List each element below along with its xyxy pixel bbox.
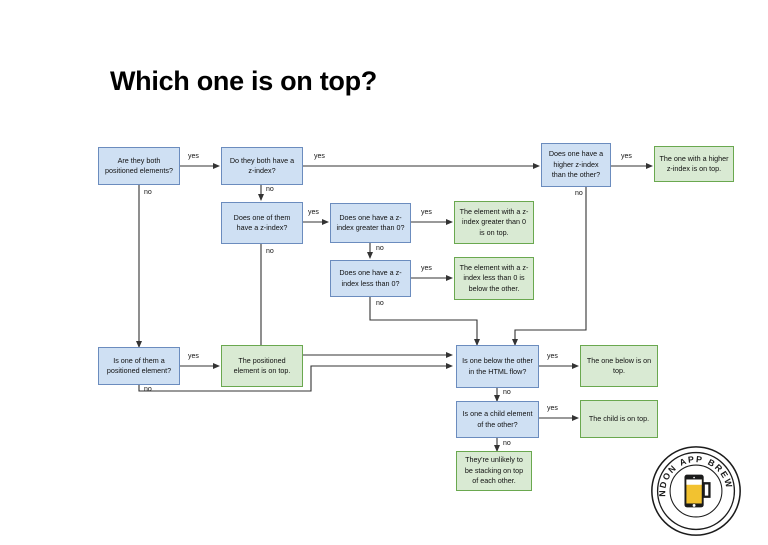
edge-label-n1-no: no bbox=[144, 189, 152, 196]
edge-label-n10-yes: yes bbox=[188, 353, 199, 360]
edge-label-n5-yes: yes bbox=[308, 209, 319, 216]
node-child-element-of-other[interactable]: Is one a child element of the other? bbox=[456, 401, 539, 438]
node-below-in-html-flow[interactable]: Is one below the other in the HTML flow? bbox=[456, 345, 539, 388]
node-result-less-than-zero-below[interactable]: The element with a z-index less than 0 i… bbox=[454, 257, 534, 300]
node-result-one-below-on-top[interactable]: The one below is on top. bbox=[580, 345, 658, 387]
edge-label-n2-no: no bbox=[266, 186, 274, 193]
edge-label-n3-no: no bbox=[575, 190, 583, 197]
node-result-positioned-on-top[interactable]: The positioned element is on top. bbox=[221, 345, 303, 387]
node-one-has-z-index[interactable]: Does one of them have a z-index? bbox=[221, 202, 303, 244]
edge-label-n14-yes: yes bbox=[547, 405, 558, 412]
edge-n8-n12 bbox=[369, 297, 480, 346]
node-result-child-on-top[interactable]: The child is on top. bbox=[580, 400, 658, 438]
node-one-positioned-element[interactable]: Is one of them a positioned element? bbox=[98, 347, 180, 385]
node-result-greater-than-zero-on-top[interactable]: The element with a z-index greater than … bbox=[454, 201, 534, 244]
edge-label-n12-yes: yes bbox=[547, 353, 558, 360]
page-title: Which one is on top? bbox=[110, 66, 377, 96]
edge-label-n3-yes: yes bbox=[621, 153, 632, 160]
london-app-brewery-logo: LONDON APP BREWERY bbox=[648, 443, 741, 536]
edge-label-n8-no: no bbox=[376, 300, 384, 307]
node-result-higher-z-index-on-top[interactable]: The one with a higher z-index is on top. bbox=[654, 146, 734, 182]
node-both-positioned-elements[interactable]: Are they both positioned elements? bbox=[98, 147, 180, 185]
edge-label-n5-no: no bbox=[266, 248, 274, 255]
edge-label-n6-no: no bbox=[376, 245, 384, 252]
edge-label-n14-no: no bbox=[503, 440, 511, 447]
beer-mug-phone-icon bbox=[684, 474, 711, 508]
node-higher-z-index[interactable]: Does one have a higher z-index than the … bbox=[541, 143, 611, 187]
node-z-index-less-than-zero[interactable]: Does one have a z-index less than 0? bbox=[330, 260, 411, 297]
edge-label-n12-no: no bbox=[503, 389, 511, 396]
edge-label-n6-yes: yes bbox=[421, 209, 432, 216]
edge-label-n1-yes: yes bbox=[188, 153, 199, 160]
node-both-have-z-index[interactable]: Do they both have a z-index? bbox=[221, 147, 303, 185]
edge-label-n2-yes: yes bbox=[314, 153, 325, 160]
edge-label-n10-no: no bbox=[144, 386, 152, 393]
edge-n10-n12 bbox=[138, 363, 453, 392]
node-result-unlikely-stacking[interactable]: They're unlikely to be stacking on top o… bbox=[456, 451, 532, 491]
node-z-index-greater-than-zero[interactable]: Does one have a z-index greater than 0? bbox=[330, 203, 411, 243]
edge-label-n8-yes: yes bbox=[421, 265, 432, 272]
edge-n3-n12 bbox=[512, 187, 587, 346]
